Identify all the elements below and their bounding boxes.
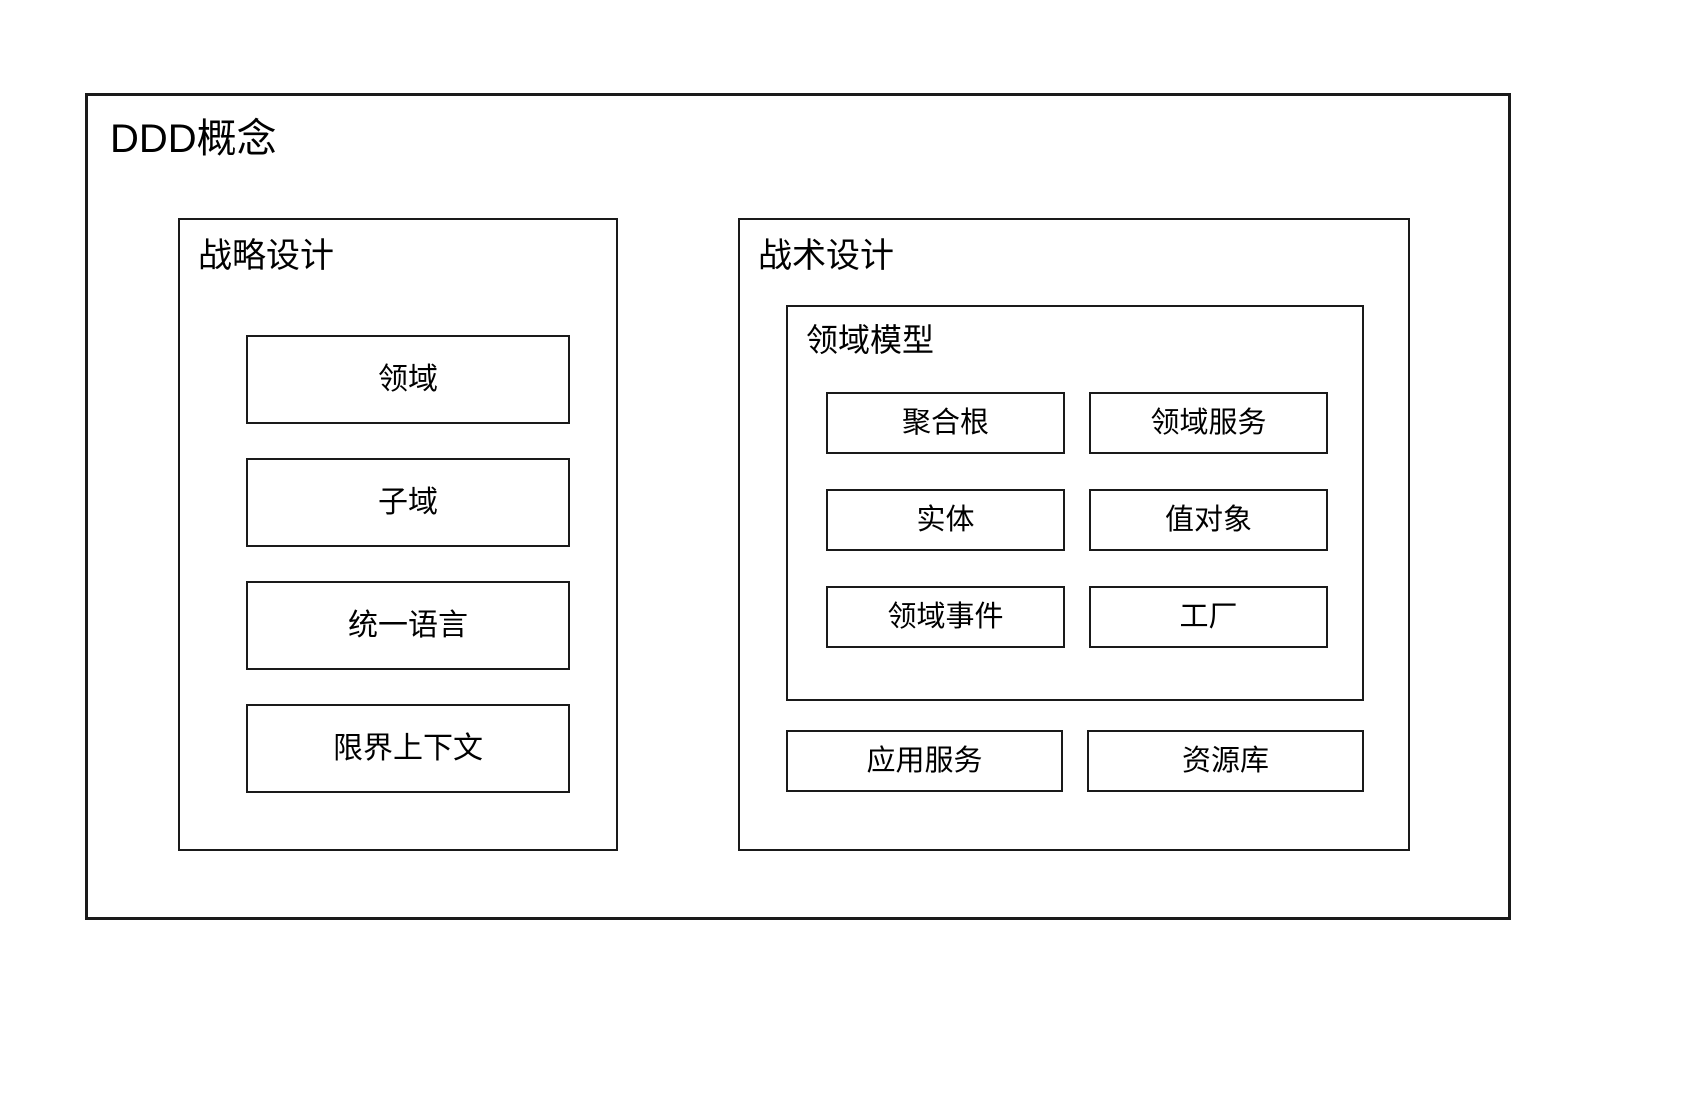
domain-item-label: 领域事件 [887,600,1004,633]
domain-model-panel: 领域模型 聚合根 领域服务 实体 值对象 领域事件 [786,305,1364,701]
strategic-item-label: 统一语言 [348,608,468,642]
strategic-item-label: 限界上下文 [333,731,483,765]
strategic-design-item-list: 领域 子域 统一语言 限界上下文 [246,335,570,827]
strategic-item-label: 子域 [378,485,438,519]
strategic-design-title: 战略设计 [198,237,334,275]
strategic-design-panel: 战略设计 领域 子域 统一语言 限界上下文 [178,218,618,851]
domain-item-label: 聚合根 [901,406,989,439]
strategic-item-subdomain[interactable]: 子域 [246,458,570,547]
domain-item-factory[interactable]: 工厂 [1089,586,1328,648]
tactical-bottom-row: 应用服务 资源库 [786,730,1364,792]
domain-item-domain-service[interactable]: 领域服务 [1089,392,1328,454]
tactical-design-title: 战术设计 [758,237,894,275]
domain-item-label: 工厂 [1179,600,1238,633]
domain-item-aggregate-root[interactable]: 聚合根 [826,392,1065,454]
page-title: DDD概念 [110,117,277,161]
tactical-item-repository[interactable]: 资源库 [1087,730,1364,792]
domain-model-title: 领域模型 [806,322,935,358]
tactical-item-label: 应用服务 [866,744,983,777]
domain-item-label: 领域服务 [1150,406,1267,439]
domain-model-item-grid: 聚合根 领域服务 实体 值对象 领域事件 工厂 [826,392,1328,648]
domain-item-label: 实体 [916,503,975,536]
tactical-item-label: 资源库 [1181,744,1269,777]
tactical-item-application-service[interactable]: 应用服务 [786,730,1063,792]
strategic-item-label: 领域 [378,362,438,396]
strategic-item-bounded-context[interactable]: 限界上下文 [246,704,570,793]
tactical-design-panel: 战术设计 领域模型 聚合根 领域服务 实体 值对象 [738,218,1410,851]
ddd-concepts-container: DDD概念 战略设计 领域 子域 统一语言 限界上下文 战术设 [85,93,1511,920]
strategic-item-domain[interactable]: 领域 [246,335,570,424]
strategic-item-ubiquitous-language[interactable]: 统一语言 [246,581,570,670]
domain-item-entity[interactable]: 实体 [826,489,1065,551]
domain-item-value-object[interactable]: 值对象 [1089,489,1328,551]
domain-item-domain-event[interactable]: 领域事件 [826,586,1065,648]
domain-item-label: 值对象 [1164,503,1252,536]
